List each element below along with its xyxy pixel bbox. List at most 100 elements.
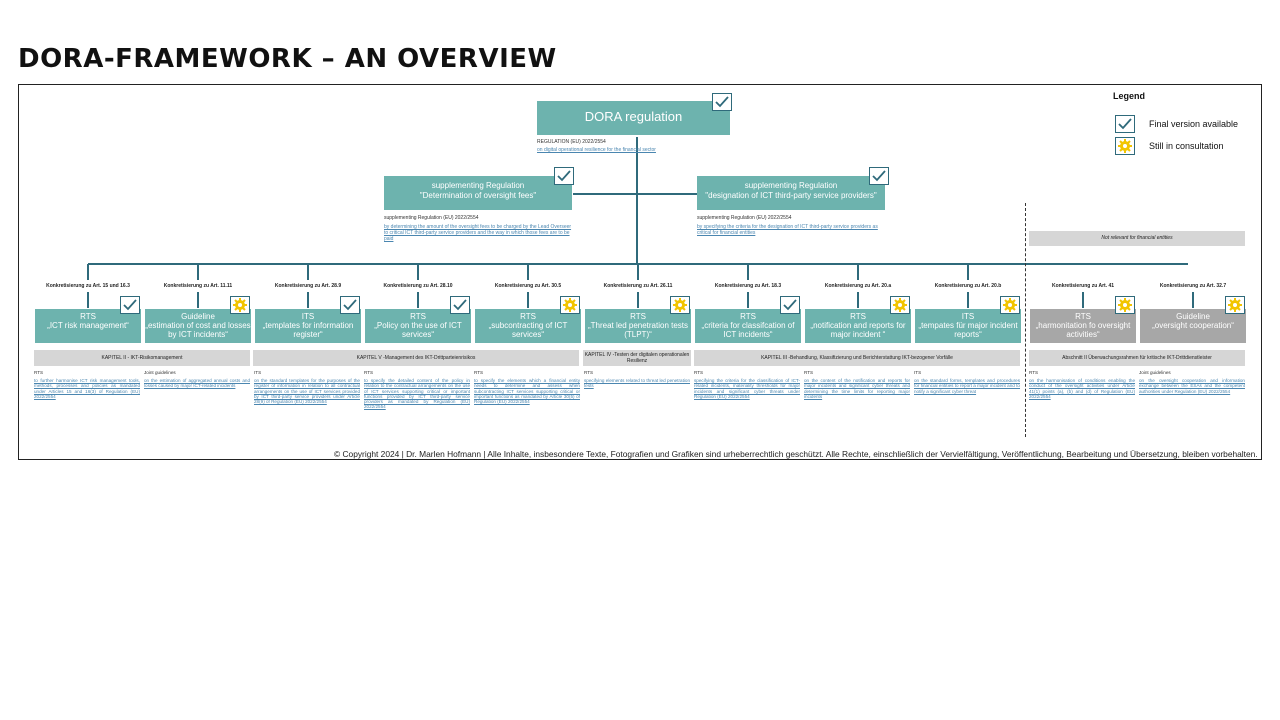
chapter-banner: Abschnitt II Überwachungsrahmen für krit… — [1029, 350, 1245, 366]
regulation-item-box[interactable]: ITS„tempates für major incident reports“ — [915, 309, 1021, 343]
supp-line1: supplementing Regulation — [431, 181, 525, 190]
check-icon — [869, 167, 889, 185]
connector-root-vertical — [636, 137, 638, 265]
supp-line2: "Determination of oversight fees" — [419, 191, 537, 200]
supp-ref: supplementing Regulation (EU) 2022/2554 — [697, 215, 792, 221]
item-name: „templates for information register“ — [262, 321, 354, 339]
item-desc-link[interactable]: on the estimation of aggregated annual c… — [144, 378, 250, 389]
item-type: Guideline — [181, 312, 215, 321]
item-type: Guideline — [1176, 312, 1210, 321]
connector-drop — [197, 292, 199, 308]
item-name: „criteria for classifcation of ICT incid… — [701, 321, 795, 339]
item-type: RTS — [80, 312, 96, 321]
root-ref: REGULATION (EU) 2022/2554 — [537, 139, 606, 145]
connector-drop — [637, 264, 639, 280]
item-desc-link[interactable]: to specify the detailed content of the p… — [364, 378, 470, 410]
item-desc-link[interactable]: on the standard forms, templates and pro… — [914, 378, 1020, 394]
chapter-banner: KAPITEL V -Management des IKT-Drittparte… — [253, 350, 579, 366]
konkretisierung-label: Konkretisierung zu Art. 28.9 — [274, 283, 342, 289]
regulation-item-box[interactable]: RTS„Policy on the use of ICT services“ — [365, 309, 471, 343]
konkretisierung-label: Konkretisierung zu Art. 41 — [1051, 283, 1115, 289]
item-kind: RTS — [364, 370, 374, 375]
gear-icon — [890, 296, 910, 314]
regulation-item-box[interactable]: Guideline„estimation of cost and losses … — [145, 309, 251, 343]
regulation-item-box[interactable]: RTS„harmonitation fo oversight activitie… — [1030, 309, 1136, 343]
item-name: „subcontracting of ICT services“ — [488, 321, 568, 339]
legend-final: Final version available — [1149, 119, 1239, 129]
konkretisierung-label: Konkretisierung zu Art. 11.11 — [163, 283, 233, 289]
chapter-banner: KAPITEL II - IKT-Risikomanagement — [34, 350, 250, 366]
item-kind: Joint guidelines — [1139, 370, 1171, 375]
item-name: „estimation of cost and losses by ICT in… — [145, 321, 251, 339]
connector-drop — [87, 264, 89, 280]
check-icon — [450, 296, 470, 314]
not-relevant-banner: Not relevant for financial entities — [1029, 231, 1245, 246]
konkretisierung-label: Konkretisierung zu Art. 20.b — [934, 283, 1002, 289]
item-type: RTS — [520, 312, 536, 321]
item-kind: ITS — [914, 370, 922, 375]
item-kind: RTS — [694, 370, 704, 375]
supp-box-oversight-fees[interactable]: supplementing Regulation "Determination … — [384, 176, 572, 210]
check-icon — [120, 296, 140, 314]
supp-box-designation[interactable]: supplementing Regulation "designation of… — [697, 176, 885, 210]
check-icon — [712, 93, 732, 111]
connector-drop — [857, 292, 859, 308]
legend-consultation: Still in consultation — [1149, 141, 1224, 151]
regulation-item-box[interactable]: ITS„templates for information register“ — [255, 309, 361, 343]
item-description: RTS to specify the detailed content of th… — [364, 370, 470, 409]
check-icon — [554, 167, 574, 185]
root-link[interactable]: on digital operational resilience for th… — [537, 147, 656, 153]
gear-icon — [560, 296, 580, 314]
item-desc-link[interactable]: specifying the criteria for the classifi… — [694, 378, 800, 399]
konkretisierung-label: Konkretisierung zu Art. 18.3 — [714, 283, 782, 289]
item-desc-link[interactable]: on the oversight cooperation and informa… — [1139, 378, 1245, 394]
item-type: RTS — [1075, 312, 1091, 321]
divider-dashed — [1025, 203, 1026, 437]
item-desc-link[interactable]: on the content of the notification and r… — [804, 378, 910, 399]
regulation-item-box[interactable]: RTS„subcontracting of ICT services“ — [475, 309, 581, 343]
item-desc-link[interactable]: specifying elements related to threat le… — [584, 378, 690, 389]
supp-ref: supplementing Regulation (EU) 2022/2554 — [384, 215, 479, 221]
regulation-item-box[interactable]: Guideline„oversight cooperation“ — [1140, 309, 1246, 343]
connector-drop — [87, 292, 89, 308]
regulation-item-box[interactable]: RTS„ICT risk management“ — [35, 309, 141, 343]
copyright-footer: © Copyright 2024 | Dr. Marlen Hofmann | … — [334, 449, 1258, 459]
root-title: DORA regulation — [584, 109, 683, 124]
konkretisierung-label: Konkretisierung zu Art. 20.a — [824, 283, 892, 289]
item-desc-link[interactable]: to further harmonise ICT risk management… — [34, 378, 140, 399]
item-kind: Joint guidelines — [144, 370, 176, 375]
root-box[interactable]: DORA regulation — [537, 101, 730, 135]
item-desc-link[interactable]: on the harmonisation of conditions enabl… — [1029, 378, 1135, 399]
item-name: „Threat led penetration tests (TLPT)“ — [587, 321, 689, 339]
item-type: RTS — [630, 312, 646, 321]
connector-drop — [637, 292, 639, 308]
supp-link[interactable]: by determining the amount of the oversig… — [384, 224, 572, 242]
gear-icon — [1115, 296, 1135, 314]
item-description: ITS on the standard forms, templates and … — [914, 370, 1020, 394]
item-desc-link[interactable]: to specify the elements which a financia… — [474, 378, 580, 405]
item-name: „harmonitation fo oversight activities“ — [1035, 321, 1131, 339]
connector-drop — [967, 264, 969, 280]
item-type: RTS — [850, 312, 866, 321]
item-description: Joint guidelines on the oversight coopera… — [1139, 370, 1245, 394]
diagram-frame — [18, 84, 1262, 460]
item-kind: RTS — [804, 370, 814, 375]
connector-drop — [527, 292, 529, 308]
supp-link[interactable]: by specifying the criteria for the desig… — [697, 224, 878, 236]
regulation-item-box[interactable]: RTS„criteria for classifcation of ICT in… — [695, 309, 801, 343]
connector-supp-horizontal — [573, 193, 697, 195]
konkretisierung-label: Konkretisierung zu Art. 30.5 — [494, 283, 562, 289]
chapter-banner: KAPITEL III -Behandlung, Klassifizierung… — [694, 350, 1020, 366]
connector-drop — [527, 264, 529, 280]
konkretisierung-label: Konkretisierung zu Art. 28.10 — [383, 283, 453, 289]
connector-drop — [1082, 292, 1084, 308]
regulation-item-box[interactable]: RTS„Threat led penetration tests (TLPT)“ — [585, 309, 691, 343]
connector-drop — [417, 264, 419, 280]
item-desc-link[interactable]: on the standard templates for the purpos… — [254, 378, 360, 405]
regulation-item-box[interactable]: RTS„notification and reports for major i… — [805, 309, 911, 343]
gear-icon — [1225, 296, 1245, 314]
